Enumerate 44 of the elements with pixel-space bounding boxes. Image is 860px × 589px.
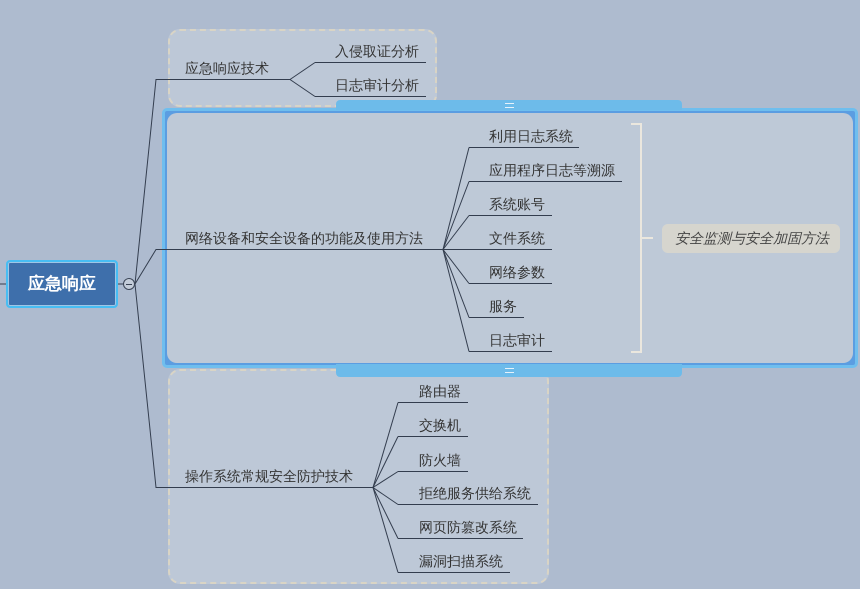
summary-topic [662,224,840,253]
subtopic-text: 日志审计 [489,332,545,350]
subtopic-text: 网页防篡改系统 [419,519,517,537]
subtopic-text: 漏洞扫描系统 [419,553,503,571]
subtopic-text: 路由器 [419,383,461,401]
boundary-frame [168,29,437,107]
connector-line [372,402,398,488]
connector-line [290,79,316,97]
subtopic-text: 入侵取证分析 [335,43,419,61]
subtopic-text: 交换机 [419,417,461,435]
connector-line [442,181,470,250]
subtopic-text: 防火墙 [419,452,461,470]
selected-boundary-frame [162,108,858,368]
connector-line [134,284,170,488]
main-topic-text: 网络设备和安全设备的功能及使用方法 [185,230,423,248]
subtopic-text: 网络参数 [489,264,545,282]
subtopic-text: 日志审计分析 [335,77,419,95]
connector-line [442,249,470,352]
connector-line [372,487,398,505]
connector-line [372,487,398,539]
root-topic [6,260,118,308]
subtopic-text: 系统账号 [489,196,545,214]
connector-line [442,215,470,250]
root-topic-text: 应急响应 [28,273,96,295]
collapse-toggle [123,278,135,290]
connector-line [442,249,470,318]
connector-line [134,79,170,284]
boundary-frame [168,369,549,584]
main-topic-text: 应急响应技术 [185,60,269,78]
connector-line [134,249,170,284]
subtopic-text: 服务 [489,298,517,316]
subtopic-text: 应用程序日志等溯源 [489,162,615,180]
connector-line [442,147,470,250]
subtopic-text: 利用日志系统 [489,128,573,146]
connector-line [442,249,470,284]
connector-line [372,471,398,488]
connector-line [372,487,398,573]
main-topic-text: 操作系统常规安全防护技术 [185,468,353,486]
summary-text: 安全监测与安全加固方法 [675,230,829,248]
connector-line [442,249,470,250]
subtopic-text: 拒绝服务供给系统 [419,485,531,503]
subtopic-text: 文件系统 [489,230,545,248]
connector-line [372,436,398,488]
connector-line [290,62,316,80]
